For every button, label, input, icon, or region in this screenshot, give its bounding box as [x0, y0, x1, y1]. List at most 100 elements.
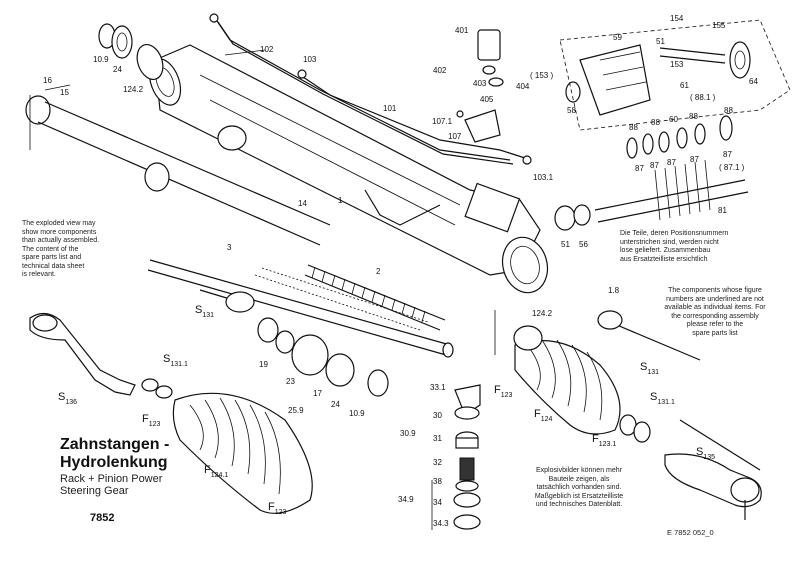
note-line: Bauteile zeigen, als [548, 475, 610, 483]
fitting-107 [456, 109, 501, 143]
label-s131-right: S131 [640, 361, 659, 376]
seal-rings-88 [626, 115, 733, 159]
label-10-9-lower: 10.9 [349, 409, 365, 418]
label-34-9: 34.9 [398, 495, 414, 504]
left-boot [141, 378, 313, 514]
label-24: 24 [113, 65, 122, 74]
diagram-subtitle: Rack + Pinion Power Steering Gear [60, 473, 163, 497]
note-line: than actually assembled. [22, 237, 100, 244]
label-153: 153 [670, 60, 684, 69]
label-107: 107 [448, 132, 462, 141]
label-51: 51 [656, 37, 665, 46]
inner-tube [25, 95, 331, 246]
label-101: 101 [383, 104, 397, 113]
label-f124-1: F124.1 [204, 464, 228, 479]
subtitle-line-1: Rack + Pinion Power [60, 473, 163, 485]
label-f123-bottom: F123 [268, 501, 287, 516]
note-line: numbers are underlined are not [666, 295, 764, 303]
label-1-8: 1.8 [608, 286, 620, 295]
label-88-b: 88 [651, 118, 660, 127]
damper-stack [453, 384, 481, 530]
label-87-a: 87 [635, 164, 644, 173]
label-25-9: 25.9 [288, 406, 304, 415]
valve-housing [559, 19, 791, 131]
label-f123-left: F123 [142, 413, 161, 428]
label-s131-left: S131 [195, 304, 214, 319]
label-88-c: 88 [689, 112, 698, 121]
drawing-reference: E 7852 052_0 [667, 528, 714, 537]
label-405: 405 [480, 95, 494, 104]
label-31: 31 [433, 434, 442, 443]
note-line: the corresponding assembly [671, 312, 759, 320]
note-line: The exploded view may [22, 220, 96, 227]
label-s131-1-right: S131.1 [650, 391, 675, 406]
label-58: 58 [567, 106, 576, 115]
label-87-d: 87 [690, 155, 699, 164]
label-87-c: 87 [667, 158, 676, 167]
label-81: 81 [718, 206, 727, 215]
label-87-e: 87 [723, 150, 732, 159]
note-line: lose geliefert. Zusammenbau [620, 247, 711, 254]
subtitle-line-2: Steering Gear [60, 484, 129, 497]
hydraulic-lines [209, 13, 532, 165]
note-underlined-de: Die Teile, deren Positionsnummern unters… [620, 230, 790, 264]
note-line: The components whose figure [668, 287, 762, 294]
label-154: 154 [670, 14, 684, 23]
note-line: tatsächlich vorhanden sind. [536, 484, 622, 491]
rack [147, 259, 454, 358]
leader-lines [29, 49, 496, 530]
left-tie-rod [29, 289, 389, 397]
label-38: 38 [433, 477, 442, 486]
label-404: 404 [516, 82, 530, 91]
valve-401 [477, 29, 504, 87]
label-107-1: 107.1 [432, 117, 453, 126]
label-16: 16 [43, 76, 52, 85]
label-17: 17 [313, 389, 322, 398]
note-line: spare parts list [692, 329, 738, 337]
note-line: und technisches Datenblatt. [535, 501, 623, 508]
rack-teeth [304, 264, 446, 331]
note-line: available as individual items. For [664, 304, 766, 311]
label-61: 61 [680, 81, 689, 90]
label-3: 3 [227, 243, 232, 252]
label-56: 56 [579, 240, 588, 249]
note-exploded-en: The exploded view may show more componen… [22, 220, 122, 280]
label-64: 64 [749, 77, 758, 86]
note-line: please refer to the [686, 321, 744, 328]
label-2: 2 [376, 267, 381, 276]
label-88-1-parens: ( 88.1 ) [690, 93, 716, 102]
label-19: 19 [259, 360, 268, 369]
label-87-1-parens: ( 87.1 ) [719, 163, 745, 172]
label-102: 102 [260, 45, 274, 54]
label-88-top: 88 [724, 106, 733, 115]
label-88-a: 88 [629, 123, 638, 132]
note-line: unterstrichen sind, werden nicht [620, 238, 719, 246]
label-10-9: 10.9 [93, 55, 109, 64]
label-f123-right: F123 [494, 384, 513, 399]
label-402: 402 [433, 66, 447, 75]
note-exploded-de: Explosivbilder können mehr Bauteile zeig… [514, 467, 644, 510]
label-124-2-lower: 124.2 [532, 309, 553, 318]
label-32: 32 [433, 458, 442, 467]
subscript-labels: S131 S131.1 S136 F123 F124.1 F123 F123 F… [58, 304, 715, 516]
label-401: 401 [455, 26, 469, 35]
right-boot [513, 325, 651, 443]
label-s136: S136 [58, 391, 77, 406]
pinion-valve-assembly [554, 115, 749, 231]
label-51-lower: 51 [561, 240, 570, 249]
title-line-2: Hydrolenkung [60, 454, 168, 471]
note-line: Die Teile, deren Positionsnummern [620, 230, 729, 237]
label-23: 23 [286, 377, 295, 386]
label-f123-1: F123.1 [592, 433, 616, 448]
diagram-code: 7852 [90, 512, 115, 524]
label-124-2: 124.2 [123, 85, 144, 94]
label-s135: S135 [696, 446, 715, 461]
label-155: 155 [712, 21, 726, 30]
label-153-parens: ( 153 ) [530, 71, 553, 80]
note-line: Maßgeblich ist Ersatzteilliste [534, 492, 624, 500]
label-103: 103 [303, 55, 317, 64]
label-34: 34 [433, 498, 442, 507]
label-59: 59 [613, 33, 622, 42]
label-34-3: 34.3 [433, 519, 449, 528]
